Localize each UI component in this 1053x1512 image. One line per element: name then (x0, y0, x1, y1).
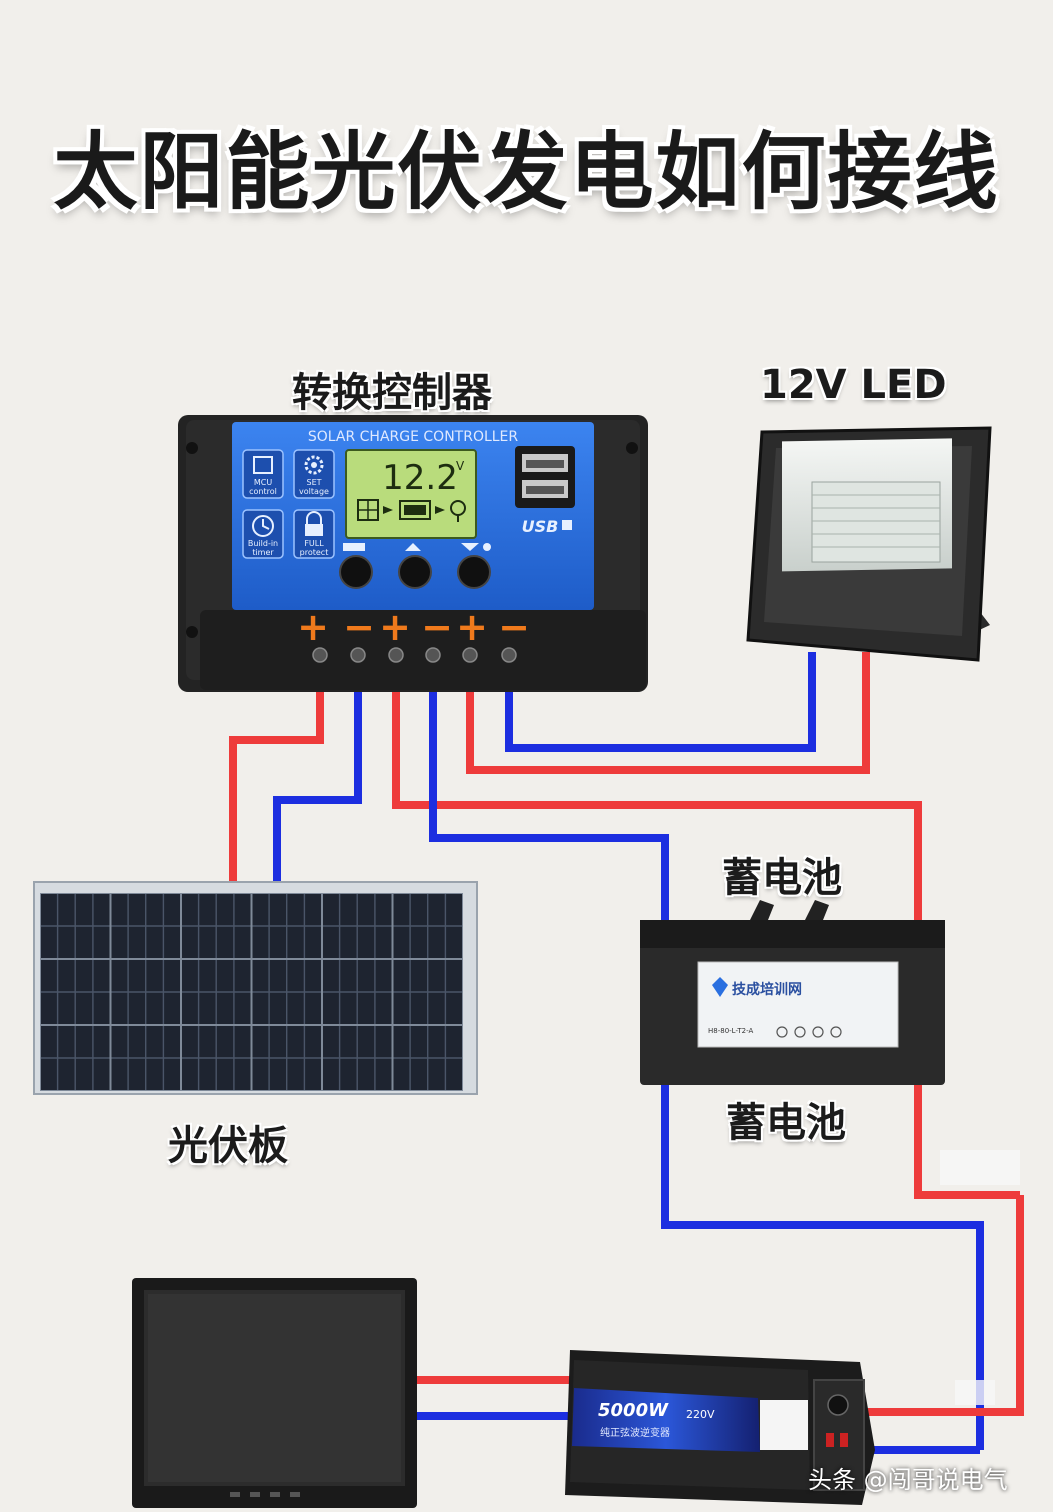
led-label: 12V LED (760, 362, 947, 408)
terminal-sign-2: − (343, 605, 375, 649)
wire-led-positive (466, 652, 870, 774)
wire-clip-lower (955, 1380, 995, 1405)
gear-icon: SET voltage (293, 449, 335, 499)
battery-model: H8-80-L-T2-A (708, 1027, 753, 1035)
wire-inverter-positive (862, 1195, 1024, 1416)
usb-label: USB (522, 517, 559, 536)
clock-icon: Build-in timer (242, 509, 284, 559)
terminal-block (200, 610, 646, 690)
lcd-display: 12.2 V (345, 449, 477, 539)
controller-label: 转换控制器 (292, 370, 492, 416)
charge-controller: SOLAR CHARGE CONTROLLER MCU control SET … (178, 415, 648, 692)
wire-battery-positive (392, 660, 1020, 1199)
wire-panel-negative (273, 660, 362, 885)
gear-label-1: SET (306, 478, 321, 487)
down-arrow-icon (461, 543, 479, 551)
panel-label: 光伏板 (168, 1123, 288, 1169)
usb-ports: USB (515, 446, 575, 536)
battery: 技成培训网 H8-80-L-T2-A (640, 900, 945, 1085)
menu-button[interactable] (339, 555, 373, 589)
mcu-label-2: control (249, 487, 277, 496)
wire-led-negative (505, 652, 816, 752)
battery-terminal-right (805, 900, 829, 920)
battery-terminal-left (750, 900, 774, 920)
mcu-label-1: MCU (254, 478, 272, 487)
bulb-small-icon (483, 543, 491, 551)
menu-icon (343, 543, 365, 551)
lcd-value: 12.2 (382, 458, 458, 498)
terminal-screws (312, 647, 517, 663)
led-floodlight (746, 426, 992, 662)
terminal-sign-1: + (297, 605, 329, 649)
button-icons (343, 543, 491, 551)
wire-panel-positive (229, 660, 324, 885)
up-arrow-icon (405, 543, 421, 551)
power-outlet-icon (827, 1394, 849, 1416)
terminal-sign-6: − (498, 605, 530, 649)
lcd-unit: V (456, 459, 465, 473)
inverter-output: 220V (686, 1408, 715, 1421)
inverter-label-plate (572, 1388, 760, 1452)
inverter-subtitle: 纯正弦波逆变器 (600, 1426, 670, 1439)
terminal-signs: + − + − + − (297, 605, 530, 649)
battery-label-top: 蓄电池 (722, 855, 842, 901)
lock-label-2: protect (300, 548, 329, 557)
brand-logo-icon (712, 977, 728, 997)
lock-icon: FULL protect (293, 509, 335, 559)
monitor (132, 1278, 417, 1508)
lock-label-1: FULL (304, 539, 324, 548)
battery-brand: 技成培训网 (732, 981, 802, 998)
lcd-battery-icon (399, 500, 431, 520)
gear-label-2: voltage (299, 487, 329, 496)
terminal-sign-4: − (421, 605, 453, 649)
solar-panel (33, 881, 478, 1095)
mcu-icon: MCU control (242, 449, 284, 499)
up-button[interactable] (398, 555, 432, 589)
inverter: 5000W 220V 纯正弦波逆变器 (565, 1350, 875, 1505)
page-title: 太阳能光伏发电如何接线 (53, 123, 1000, 221)
controller-header: SOLAR CHARGE CONTROLLER (308, 429, 519, 445)
wire-clip (940, 1150, 1020, 1185)
battery-label-bottom: 蓄电池 (726, 1100, 846, 1146)
clock-label-1: Build-in (248, 539, 278, 548)
terminal-sign-5: + (456, 605, 488, 649)
terminal-sign-3: + (379, 605, 411, 649)
watermark: 头条 @闯哥说电气 (808, 1466, 1008, 1494)
inverter-power: 5000W (598, 1400, 669, 1421)
clock-label-2: timer (252, 548, 274, 557)
down-button[interactable] (457, 555, 491, 589)
